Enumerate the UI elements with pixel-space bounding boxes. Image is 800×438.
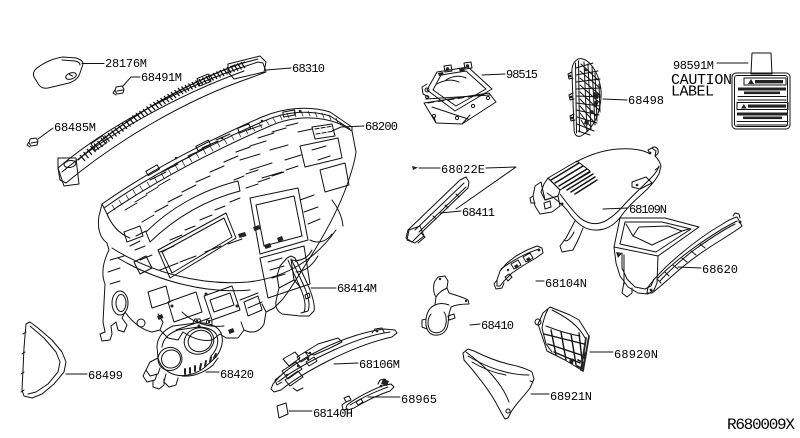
- svg-text:68022E: 68022E: [441, 163, 485, 177]
- svg-text:68109N: 68109N: [629, 203, 667, 217]
- svg-text:68485M: 68485M: [54, 121, 96, 135]
- svg-text:68921N: 68921N: [550, 390, 592, 404]
- svg-text:68104N: 68104N: [545, 277, 587, 291]
- svg-text:68200: 68200: [365, 120, 398, 134]
- svg-text:68620: 68620: [702, 263, 738, 277]
- svg-text:68411: 68411: [462, 206, 495, 220]
- svg-text:28176M: 28176M: [105, 57, 147, 71]
- svg-text:68310: 68310: [292, 62, 325, 76]
- svg-text:68106M: 68106M: [359, 358, 400, 372]
- svg-text:R680009X: R680009X: [727, 416, 795, 434]
- svg-text:98515: 98515: [506, 68, 538, 82]
- svg-text:68920N: 68920N: [614, 348, 658, 362]
- svg-text:68965: 68965: [401, 393, 437, 407]
- svg-text:LABEL: LABEL: [671, 84, 714, 101]
- svg-text:68410: 68410: [481, 319, 514, 333]
- svg-text:98591M: 98591M: [673, 59, 714, 73]
- svg-text:68491M: 68491M: [141, 71, 182, 85]
- svg-text:68140H: 68140H: [313, 407, 353, 421]
- svg-text:68414M: 68414M: [337, 282, 377, 296]
- svg-text:CAUTION: CAUTION: [671, 72, 732, 89]
- svg-text:68420: 68420: [220, 368, 254, 382]
- svg-text:68499: 68499: [88, 369, 123, 383]
- svg-text:68498: 68498: [628, 94, 664, 108]
